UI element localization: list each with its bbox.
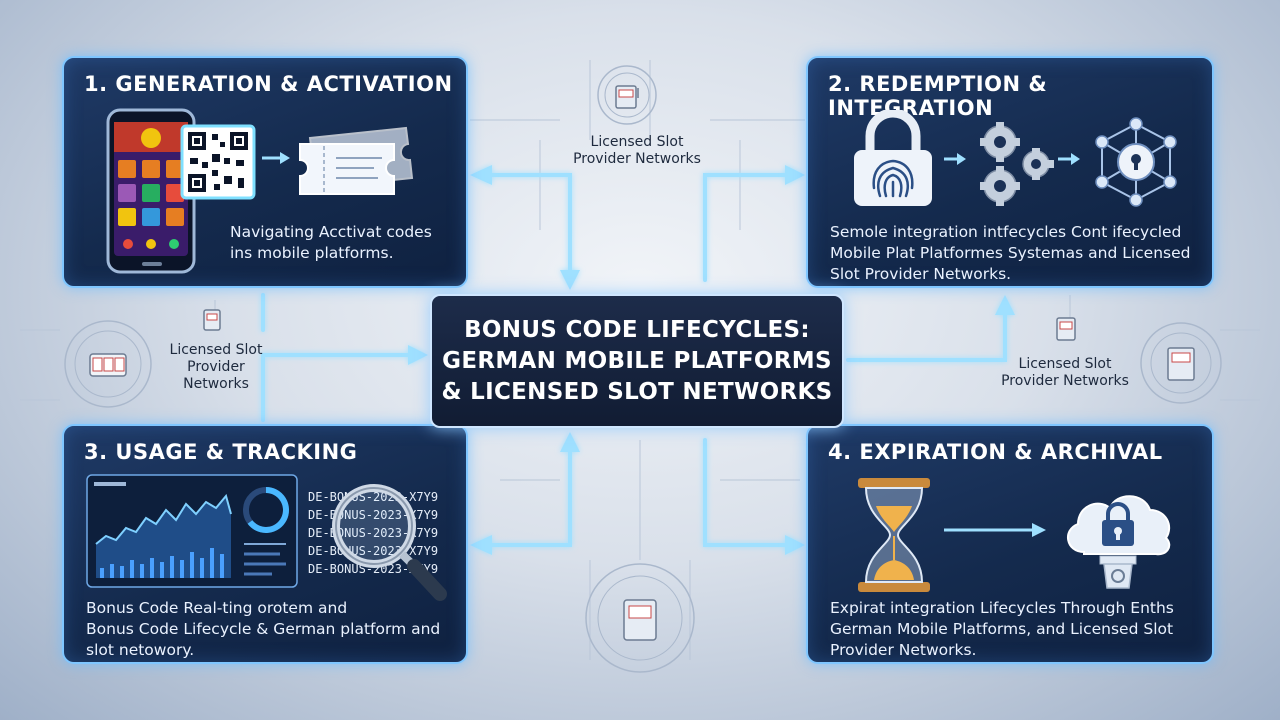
ticket-icon xyxy=(299,126,414,195)
panel-title: 4. EXPIRATION & ARCHIVAL xyxy=(828,440,1163,464)
gears-icon xyxy=(980,122,1054,206)
arrow-left-center xyxy=(261,353,412,422)
arrow-right-icon xyxy=(944,153,966,165)
slot-machine-icon xyxy=(64,320,152,408)
panel-usage-tracking: 3. USAGE & TRACKING DE-BONUS-2023-X7Y9 D… xyxy=(62,424,468,664)
dashboard-chart-icon xyxy=(86,474,298,588)
panel-title: 1. GENERATION & ACTIVATION xyxy=(84,72,453,96)
panel-description: Semole integration intfecycles Cont ifec… xyxy=(830,223,1191,283)
slot-machine-icon xyxy=(597,65,657,125)
slot-machine-icon xyxy=(1140,322,1222,404)
panel-expiration-archival: 4. EXPIRATION & ARCHIVAL Expirat integra… xyxy=(806,424,1214,664)
arrow-right-icon xyxy=(944,523,1046,537)
arrow-p3-center xyxy=(486,448,572,547)
network-lock-icon xyxy=(1095,117,1177,207)
slot-machine-icon xyxy=(1056,317,1076,341)
magnifier-icon xyxy=(332,484,447,601)
arrow-center-right xyxy=(846,308,1007,362)
arrow-center-p2 xyxy=(703,173,792,282)
fingerprint-lock-icon xyxy=(854,110,932,206)
panel-generation-activation: 1. GENERATION & ACTIVATION xyxy=(62,56,468,288)
arrow-right-icon xyxy=(262,152,290,164)
cloud-archive-icon xyxy=(1067,495,1171,589)
hourglass-icon xyxy=(858,478,930,592)
smartphone-icon xyxy=(106,108,196,274)
arrow-right-icon xyxy=(1058,153,1080,165)
slot-machine-icon xyxy=(203,309,221,331)
slot-machine-icon xyxy=(585,563,695,673)
arrow-p1-center xyxy=(486,173,572,277)
panel-title: 3. USAGE & TRACKING xyxy=(84,440,358,464)
center-title-box: BONUS CODE LIFECYCLES: GERMAN MOBILE PLA… xyxy=(430,294,844,428)
panel-redemption-integration: 2. REDEMPTION & INTEGRATION xyxy=(806,56,1214,288)
qr-code-icon xyxy=(180,124,256,200)
arrow-center-p4 xyxy=(703,438,792,547)
center-title: BONUS CODE LIFECYCLES: GERMAN MOBILE PLA… xyxy=(441,316,833,405)
panel-description: Expirat integration Lifecycles Through E… xyxy=(830,599,1174,659)
bonus-code: DE-BONUS-2023-X7Y9 xyxy=(308,562,439,576)
